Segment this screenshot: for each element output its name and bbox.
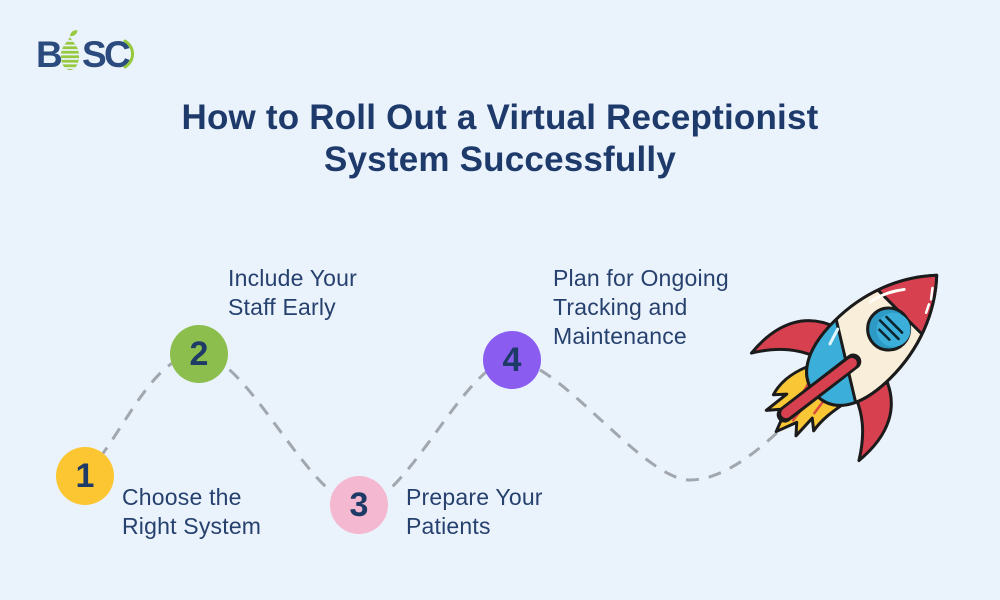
- body-shine: [868, 287, 906, 304]
- rocket-center-fin-fill: [781, 357, 857, 419]
- blue-shine: [828, 327, 840, 346]
- step-3-number: 3: [349, 485, 369, 524]
- step-2-label: Include Your Staff Early: [228, 265, 358, 320]
- pear-icon: [61, 30, 79, 70]
- step-2-circle: 2: [170, 325, 228, 383]
- step-4-label: Plan for Ongoing Tracking and Maintenanc…: [553, 265, 729, 349]
- logo-green-arc: [123, 39, 134, 69]
- step-2-number: 2: [189, 334, 209, 373]
- nose-shine: [924, 303, 931, 315]
- logo-letter-b: B: [36, 34, 63, 74]
- step-3-label: Prepare Your Patients: [406, 484, 543, 539]
- rocket-icon: [749, 247, 965, 463]
- step-1-circle: 1: [56, 447, 114, 505]
- page-title: How to Roll Out a Virtual Receptionist S…: [181, 98, 819, 179]
- pear-leaf: [70, 30, 78, 37]
- step-1-number: 1: [75, 456, 95, 495]
- step-4-number: 4: [502, 340, 522, 379]
- rocket-window-glass: [876, 312, 911, 347]
- window-line: [885, 315, 904, 334]
- logo-letter-c: C: [104, 34, 131, 74]
- window-line: [878, 319, 900, 341]
- nose-shine: [929, 286, 934, 301]
- flame-streak: [813, 400, 825, 415]
- bosc-logo: B S C: [36, 30, 134, 74]
- step-4-circle: 4: [483, 331, 541, 389]
- step-3-circle: 3: [330, 476, 388, 534]
- logo-letter-s: S: [82, 34, 107, 74]
- step-1-label: Choose the Right System: [122, 484, 262, 539]
- window-line: [878, 328, 891, 341]
